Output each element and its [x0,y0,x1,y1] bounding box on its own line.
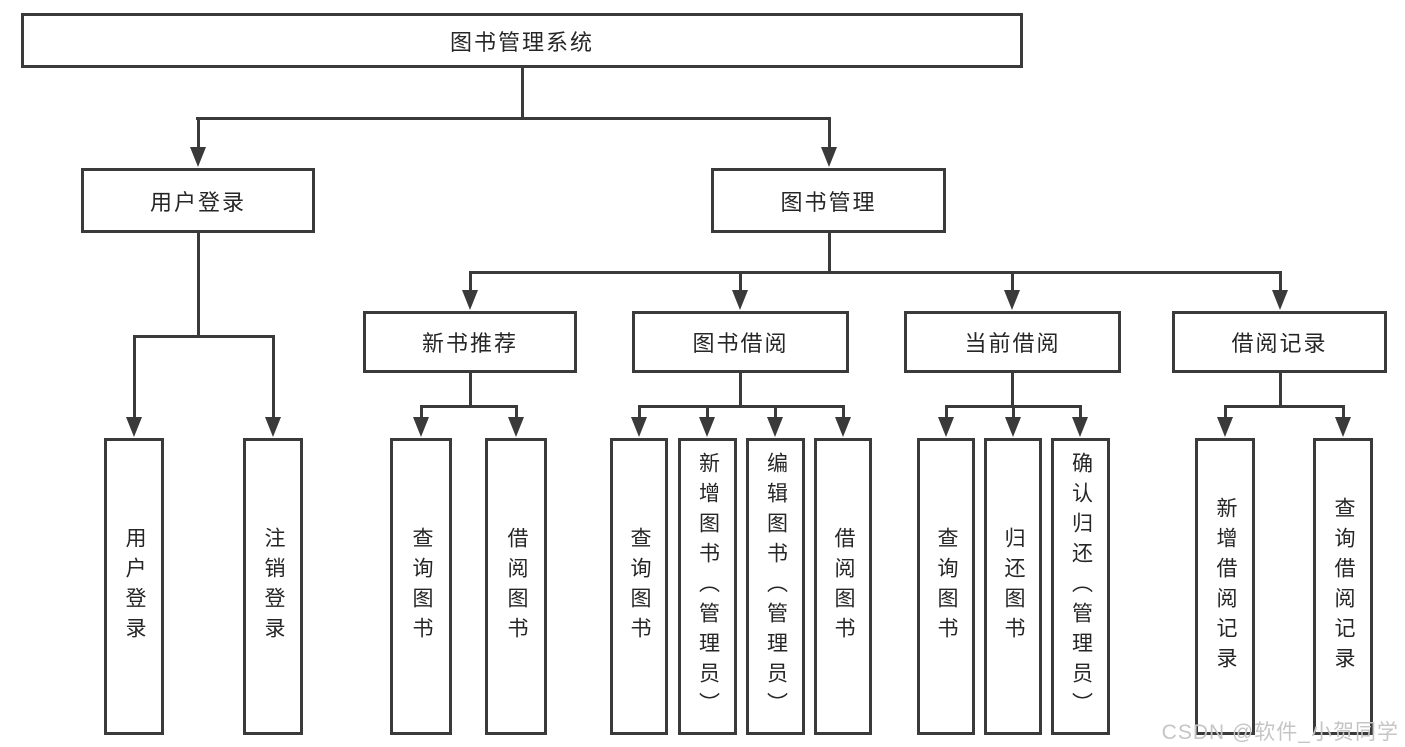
leaf-query-books-current-label: 查询图书 [935,526,958,647]
arrow-down-icon [1272,290,1288,310]
arrow-down-icon [767,417,783,437]
leaf-return-books: 归还图书 [984,438,1042,735]
node-user-login: 用户登录 [81,168,315,233]
leaf-confirm-return-admin: 确认归还（管理员） [1051,438,1110,735]
node-borrow-records-label: 借阅记录 [1231,331,1328,356]
arrow-down-icon [631,417,647,437]
edge-to-leaf [638,405,641,422]
arrow-down-icon [508,417,524,437]
edge-to-book-borrow [739,271,742,295]
leaf-return-books-label: 归还图书 [1002,526,1025,647]
leaf-borrow-books-newbooks-label: 借阅图书 [505,526,528,647]
edge-current-borrow-trunk [1011,373,1014,408]
node-root: 图书管理系统 [21,13,1023,68]
leaf-query-books-borrow-label: 查询图书 [628,526,651,647]
leaf-logout: 注销登录 [243,438,303,735]
edge-to-leaf [945,405,948,422]
edge-to-leaf-user-login [133,335,136,422]
leaf-edit-book-admin-label: 编辑图书（管理员） [764,451,788,722]
node-current-borrow-label: 当前借阅 [964,331,1061,356]
leaf-user-login: 用户登录 [104,438,164,735]
edge-to-leaf [1079,405,1082,422]
arrow-down-icon [265,417,281,437]
edge-new-book-recommend-bar [420,405,518,408]
arrow-down-icon [938,417,954,437]
edge-borrow-records-bar [1224,405,1345,408]
edge-to-leaf [706,405,709,422]
arrow-down-icon [1072,417,1088,437]
edge-to-user-login [197,117,200,152]
arrow-down-icon [699,417,715,437]
arrow-down-icon [126,417,142,437]
node-book-borrow-label: 图书借阅 [692,331,789,356]
edge-to-leaf [842,405,845,422]
edge-user-login-bar [133,335,275,338]
edge-root-trunk [521,68,524,118]
edge-to-leaf [515,405,518,422]
leaf-add-book-admin-label: 新增图书（管理员） [696,451,720,722]
edge-user-login-trunk [197,233,200,337]
arrow-down-icon [732,290,748,310]
arrow-down-icon [835,417,851,437]
leaf-add-book-admin: 新增图书（管理员） [678,438,737,735]
edge-to-leaf [1342,405,1345,422]
node-book-management: 图书管理 [711,168,946,233]
node-current-borrow: 当前借阅 [904,311,1121,373]
node-book-borrow: 图书借阅 [632,311,849,373]
leaf-query-books-borrow: 查询图书 [610,438,668,735]
watermark-text: CSDN @软件_小贺同学 [1161,721,1399,744]
leaf-add-borrow-record: 新增借阅记录 [1195,438,1255,735]
edge-to-current-borrow [1011,271,1014,295]
edge-level3-bar [469,271,1282,274]
node-new-book-recommend-label: 新书推荐 [421,331,518,356]
edge-to-new-book-recommend [469,271,472,295]
edge-to-leaf [1012,405,1015,422]
edge-to-borrow-records [1279,271,1282,295]
arrow-down-icon [190,147,206,167]
edge-book-borrow-bar [638,405,845,408]
leaf-query-books-current: 查询图书 [917,438,975,735]
arrow-down-icon [821,147,837,167]
leaf-query-borrow-record: 查询借阅记录 [1313,438,1373,735]
edge-level2-bar [196,117,831,120]
node-user-login-label: 用户登录 [149,189,246,215]
leaf-user-login-label: 用户登录 [123,526,146,647]
edge-borrow-records-trunk [1279,373,1282,408]
leaf-borrow-books-label: 借阅图书 [832,526,855,647]
arrow-down-icon [1005,417,1021,437]
leaf-confirm-return-admin-label: 确认归还（管理员） [1069,451,1093,722]
arrow-down-icon [462,290,478,310]
node-book-management-label: 图书管理 [780,189,877,215]
edge-book-borrow-trunk [739,373,742,408]
edge-to-leaf-logout [272,335,275,422]
edge-to-leaf [774,405,777,422]
arrow-down-icon [1004,290,1020,310]
leaf-query-books-newbooks: 查询图书 [390,438,452,735]
leaf-logout-label: 注销登录 [262,526,285,647]
arrow-down-icon [413,417,429,437]
node-root-label: 图书管理系统 [449,29,594,55]
leaf-query-borrow-record-label: 查询借阅记录 [1332,496,1355,677]
edge-new-book-recommend-trunk [469,373,472,408]
edge-to-book-management [828,117,831,152]
edge-to-leaf [1224,405,1227,422]
node-borrow-records: 借阅记录 [1172,311,1387,373]
leaf-add-borrow-record-label: 新增借阅记录 [1214,496,1237,677]
leaf-edit-book-admin: 编辑图书（管理员） [746,438,805,735]
node-new-book-recommend: 新书推荐 [363,311,577,373]
leaf-borrow-books-newbooks: 借阅图书 [485,438,547,735]
edge-to-leaf [420,405,423,422]
leaf-borrow-books: 借阅图书 [814,438,872,735]
arrow-down-icon [1217,417,1233,437]
leaf-query-books-newbooks-label: 查询图书 [410,526,433,647]
edge-book-management-trunk [828,233,831,274]
arrow-down-icon [1335,417,1351,437]
